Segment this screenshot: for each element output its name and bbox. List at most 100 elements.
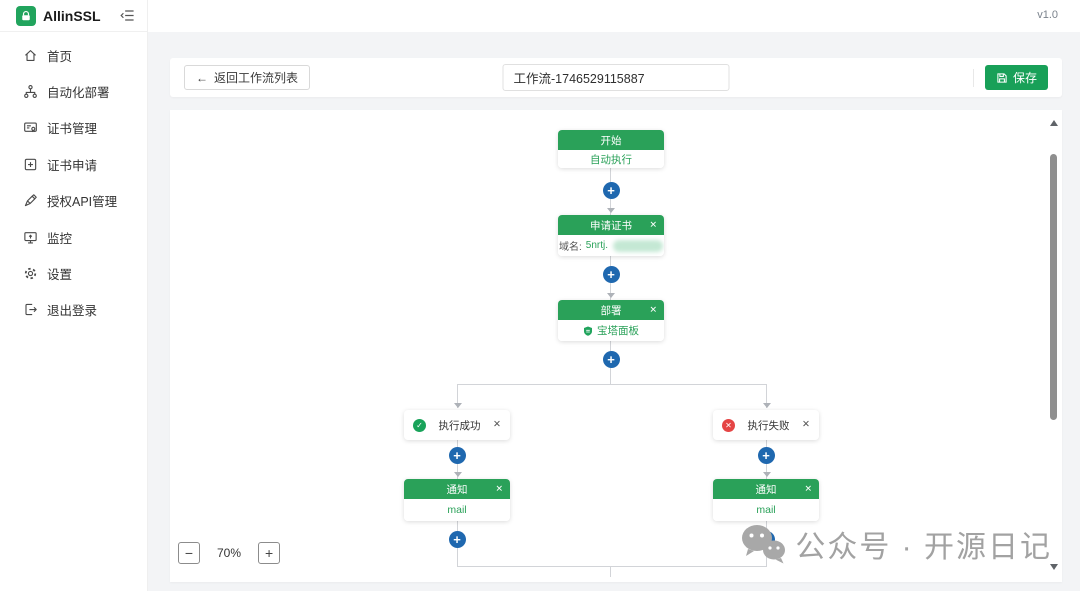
node-apply-body: 域名: 5nrtj. (558, 235, 664, 256)
node-branch-success[interactable]: ✓ 执行成功 ✕ (404, 410, 510, 440)
home-icon (22, 48, 38, 63)
add-node-button[interactable]: + (602, 181, 620, 199)
workflow-name-input[interactable] (502, 64, 730, 91)
arrow-down-icon (607, 293, 615, 298)
add-node-button[interactable]: + (757, 530, 775, 548)
zoom-out-button[interactable]: − (178, 542, 200, 564)
sidebar-item-label: 证书管理 (47, 122, 98, 137)
fail-cross-icon: ✕ (722, 418, 735, 432)
arrow-down-icon (454, 472, 462, 477)
domain-value: 5nrtj. (585, 240, 608, 251)
close-icon[interactable]: ✕ (495, 483, 503, 494)
sidebar-header: AllinSSL (0, 0, 147, 32)
node-branch-fail[interactable]: ✕ 执行失败 ✕ (713, 410, 819, 440)
version-label: v1.0 (1037, 9, 1058, 21)
node-apply-certificate[interactable]: 申请证书 ✕ 域名: 5nrtj. (558, 215, 664, 256)
workflow-canvas[interactable]: 开始 自动执行 + 申请证书 ✕ 域名: 5nrtj. + (170, 110, 1062, 582)
cert-manage-icon (22, 120, 38, 135)
scrollbar-thumb[interactable] (1050, 154, 1057, 420)
node-start-header: 开始 (558, 130, 664, 150)
add-node-button[interactable]: + (757, 446, 775, 464)
save-button[interactable]: 保存 (984, 65, 1048, 90)
close-icon[interactable]: ✕ (493, 419, 501, 431)
close-icon[interactable]: ✕ (802, 419, 810, 431)
sidebar-item-label: 设置 (47, 268, 73, 283)
node-notify-body: mail (404, 499, 510, 521)
back-arrow-icon: ← (196, 70, 208, 85)
watermark-text: 公众号 · 开源日记 (795, 531, 1052, 564)
save-icon (996, 72, 1008, 84)
baota-icon (583, 326, 593, 336)
back-button-label: 返回工作流列表 (214, 71, 299, 85)
add-node-button[interactable]: + (448, 446, 466, 464)
add-node-button[interactable]: + (602, 350, 620, 368)
node-start[interactable]: 开始 自动执行 (558, 130, 664, 168)
canvas-scrollbar[interactable] (1048, 110, 1060, 582)
sidebar-nav: 首页 自动化部署 证书管理 (0, 32, 147, 328)
arrow-down-icon (763, 403, 771, 408)
node-deploy-header: 部署 ✕ (558, 300, 664, 320)
node-notify-fail[interactable]: 通知 ✕ mail (713, 479, 819, 521)
scroll-up-icon[interactable] (1050, 120, 1058, 126)
collapse-sidebar-icon[interactable] (120, 8, 135, 23)
sidebar-item-auto-deploy[interactable]: 自动化部署 (0, 73, 147, 109)
sidebar-item-settings[interactable]: 设置 (0, 255, 147, 291)
node-title: 申请证书 (590, 219, 632, 232)
gear-icon (22, 266, 38, 281)
logout-icon (22, 302, 38, 317)
node-notify-header: 通知 ✕ (713, 479, 819, 499)
domain-label: 域名: (558, 242, 582, 253)
connector-line (766, 384, 767, 408)
main-area: ← 返回工作流列表 保存 (148, 32, 1080, 591)
api-icon (22, 193, 38, 208)
sidebar-item-home[interactable]: 首页 (0, 37, 147, 73)
deploy-provider-label: 宝塔面板 (597, 325, 639, 337)
merge-line (457, 566, 767, 567)
sidebar-item-cert-manage[interactable]: 证书管理 (0, 110, 147, 146)
deploy-icon (22, 84, 38, 99)
sidebar-item-label: 退出登录 (47, 304, 98, 319)
sidebar-item-cert-apply[interactable]: 证书申请 (0, 146, 147, 182)
branch-label: 执行失败 (747, 419, 790, 432)
scroll-down-icon[interactable] (1050, 564, 1058, 570)
zoom-in-button[interactable]: + (258, 542, 281, 564)
zoom-controls: − 70% + (178, 542, 281, 564)
top-bar: v1.0 (148, 0, 1080, 32)
sidebar-item-monitor[interactable]: 监控 (0, 219, 147, 255)
watermark: 公众号 · 开源日记 (739, 522, 1052, 566)
branch-line (457, 384, 767, 385)
back-to-workflow-list-button[interactable]: ← 返回工作流列表 (184, 65, 311, 90)
brand-name: AllinSSL (43, 7, 101, 24)
connector-line (457, 384, 458, 408)
save-button-label: 保存 (1012, 71, 1037, 85)
node-title: 部署 (600, 304, 622, 317)
toolbar-divider (972, 68, 974, 87)
sidebar-item-label: 监控 (47, 231, 73, 246)
node-title: 通知 (446, 483, 468, 496)
node-notify-body: mail (713, 499, 819, 521)
arrow-down-icon (454, 403, 462, 408)
sidebar-item-logout[interactable]: 退出登录 (0, 292, 147, 328)
sidebar-item-label: 证书申请 (47, 158, 98, 173)
allinssl-logo (16, 5, 36, 26)
node-deploy[interactable]: 部署 ✕ 宝塔面板 (558, 300, 664, 341)
sidebar-item-label: 首页 (47, 49, 73, 64)
close-icon[interactable]: ✕ (649, 219, 657, 230)
node-notify-success[interactable]: 通知 ✕ mail (404, 479, 510, 521)
sidebar-item-label: 授权API管理 (47, 195, 118, 210)
add-node-button[interactable]: + (448, 530, 466, 548)
zoom-level: 70% (217, 546, 242, 560)
monitor-icon (22, 230, 38, 245)
arrow-down-icon (607, 208, 615, 213)
branch-label: 执行成功 (438, 419, 481, 432)
connector-line (610, 566, 611, 577)
sidebar-item-api-manage[interactable]: 授权API管理 (0, 183, 147, 219)
redacted-domain-blur (613, 239, 663, 252)
close-icon[interactable]: ✕ (649, 304, 657, 315)
close-icon[interactable]: ✕ (804, 483, 812, 494)
workflow-toolbar: ← 返回工作流列表 保存 (170, 58, 1062, 97)
cert-apply-icon (22, 157, 38, 172)
toolbar-right-group: 保存 (972, 65, 1048, 90)
add-node-button[interactable]: + (602, 265, 620, 283)
